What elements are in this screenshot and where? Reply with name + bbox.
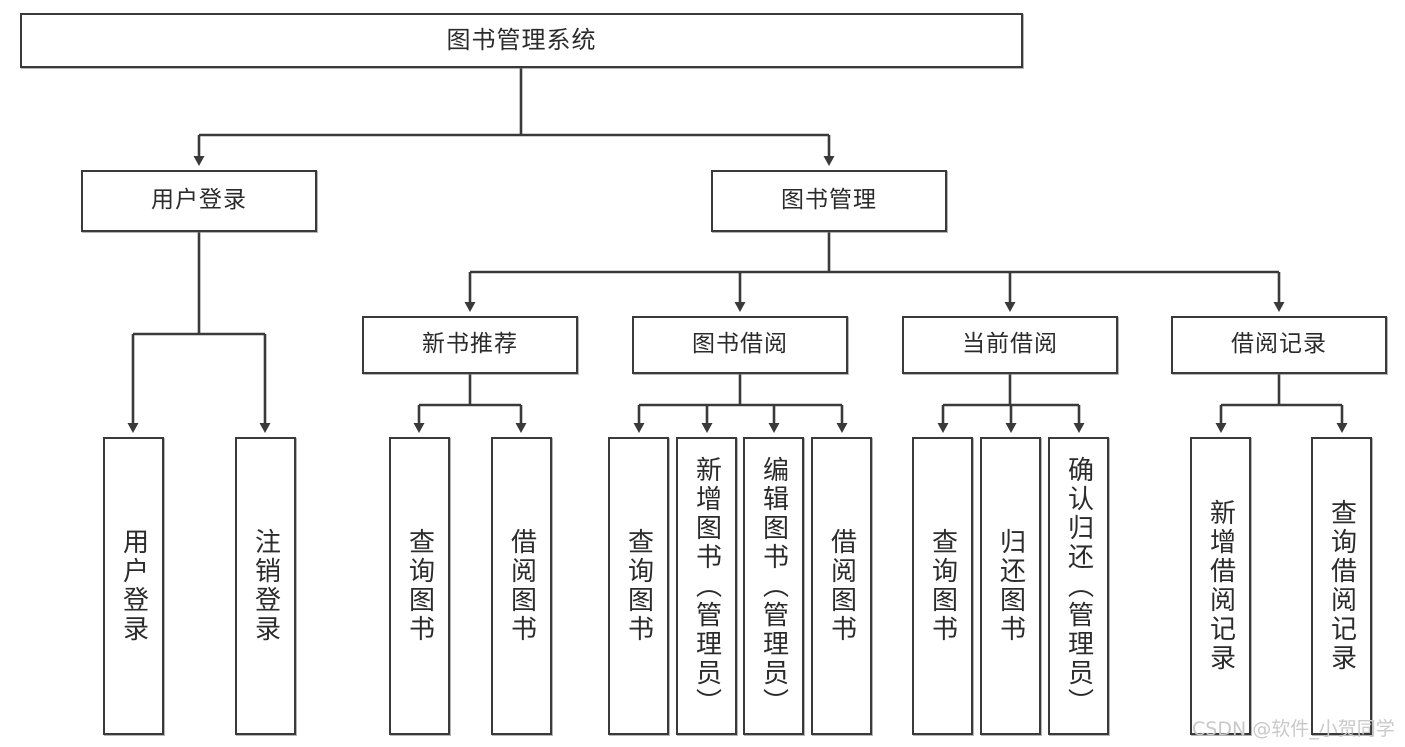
leaf-borrow-book[interactable]: 借阅图书 (811, 437, 872, 735)
leaf-return-book[interactable]: 归还图书 (980, 437, 1041, 735)
node-label: 借阅图书 (506, 528, 537, 644)
leaf-confirm-return-admin[interactable]: 确认归还（管理员） (1048, 437, 1109, 735)
leaf-query-book-current[interactable]: 查询图书 (912, 437, 973, 735)
leaf-query-book-borrow[interactable]: 查询图书 (608, 437, 669, 735)
leaf-borrow-book-recommend[interactable]: 借阅图书 (491, 437, 552, 735)
node-label: 确认归还（管理员） (1063, 455, 1094, 717)
leaf-add-book-admin[interactable]: 新增图书（管理员） (676, 437, 737, 735)
node-borrow-records[interactable]: 借阅记录 (1171, 316, 1387, 374)
node-label: 图书借阅 (692, 331, 788, 358)
node-label: 查询图书 (927, 528, 958, 644)
node-book-management[interactable]: 图书管理 (711, 170, 947, 232)
leaf-query-book-recommend[interactable]: 查询图书 (389, 437, 450, 735)
node-label: 用户登录 (151, 187, 247, 214)
node-label: 借阅图书 (826, 528, 857, 644)
node-label: 编辑图书（管理员） (758, 455, 789, 717)
node-label: 图书管理系统 (446, 26, 597, 55)
node-current-borrow[interactable]: 当前借阅 (902, 316, 1118, 374)
node-user-login[interactable]: 用户登录 (81, 170, 317, 232)
node-label: 归还图书 (995, 528, 1026, 644)
node-label: 用户登录 (118, 528, 149, 644)
node-label: 当前借阅 (962, 331, 1058, 358)
leaf-edit-book-admin[interactable]: 编辑图书（管理员） (743, 437, 804, 735)
leaf-add-borrow-record[interactable]: 新增借阅记录 (1190, 437, 1251, 735)
node-label: 注销登录 (250, 528, 281, 644)
leaf-logout[interactable]: 注销登录 (235, 437, 296, 735)
node-label: 借阅记录 (1231, 331, 1327, 358)
node-label: 查询借阅记录 (1326, 499, 1357, 673)
node-book-borrow[interactable]: 图书借阅 (632, 316, 848, 374)
csdn-watermark: CSDN @软件_小贺同学 (1192, 718, 1395, 740)
node-label: 查询图书 (404, 528, 435, 644)
node-label: 新增图书（管理员） (691, 455, 722, 717)
node-new-book-recommend[interactable]: 新书推荐 (362, 316, 578, 374)
leaf-query-borrow-record[interactable]: 查询借阅记录 (1311, 437, 1372, 735)
leaf-user-login[interactable]: 用户登录 (103, 437, 164, 735)
node-root-book-management-system[interactable]: 图书管理系统 (20, 13, 1023, 68)
node-label: 新书推荐 (422, 331, 518, 358)
node-label: 图书管理 (781, 187, 877, 214)
node-label: 查询图书 (623, 528, 654, 644)
node-label: 新增借阅记录 (1205, 499, 1236, 673)
